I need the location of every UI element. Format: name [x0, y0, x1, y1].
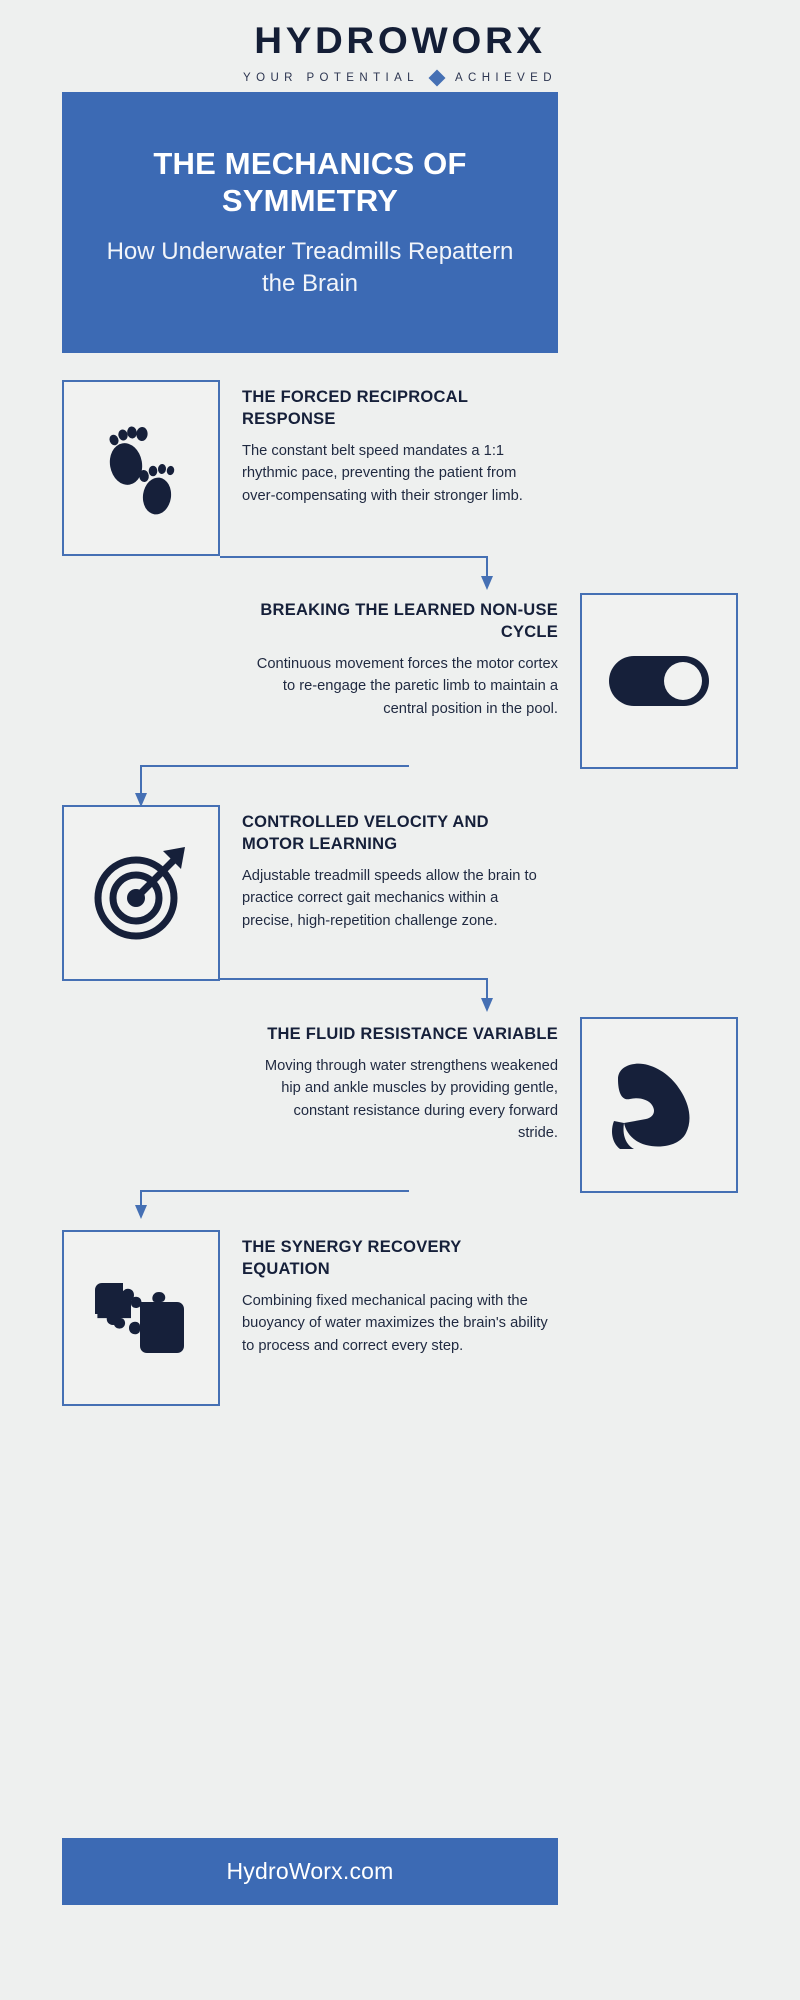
icon-box-4: [580, 1017, 738, 1193]
section-4-heading: THE FLUID RESISTANCE VARIABLE: [267, 1025, 558, 1043]
footer-bar[interactable]: HydroWorx.com: [62, 1838, 558, 1905]
icon-box-1: [62, 380, 220, 556]
section-5-body: Combining fixed mechanical pacing with t…: [242, 1292, 548, 1354]
header-banner: THE MECHANICS OF SYMMETRY How Underwater…: [62, 92, 558, 353]
section-2-heading: BREAKING THE LEARNED NON-USE CYCLE: [260, 601, 558, 641]
tagline-right-text: ACHIEVED: [454, 72, 557, 84]
section-2-text: BREAKING THE LEARNED NON-USE CYCLE Conti…: [250, 593, 580, 720]
diamond-icon: [428, 69, 446, 87]
page-subtitle: How Underwater Treadmills Repattern the …: [106, 238, 514, 297]
icon-box-3: [62, 805, 220, 981]
section-5: THE SYNERGY RECOVERY EQUATION Combining …: [0, 1230, 800, 1406]
flexed-bicep-icon: [612, 1063, 690, 1149]
section-3-text: CONTROLLED VELOCITY AND MOTOR LEARNING A…: [220, 805, 550, 932]
footer-website-link[interactable]: HydroWorx.com: [226, 1858, 394, 1884]
section-4: THE FLUID RESISTANCE VARIABLE Moving thr…: [0, 1017, 800, 1193]
section-1-body: The constant belt speed mandates a 1:1 r…: [242, 442, 523, 504]
target-arrow-icon: [94, 847, 185, 940]
section-1-heading: THE FORCED RECIPROCAL RESPONSE: [242, 388, 468, 428]
section-2: BREAKING THE LEARNED NON-USE CYCLE Conti…: [0, 593, 800, 769]
section-3-heading: CONTROLLED VELOCITY AND MOTOR LEARNING: [242, 813, 489, 853]
section-5-heading: THE SYNERGY RECOVERY EQUATION: [242, 1238, 462, 1278]
section-1: THE FORCED RECIPROCAL RESPONSE The const…: [0, 380, 800, 556]
section-3: CONTROLLED VELOCITY AND MOTOR LEARNING A…: [0, 805, 800, 981]
section-5-text: THE SYNERGY RECOVERY EQUATION Combining …: [220, 1230, 550, 1357]
brand-logo: HYDROWORX YOUR POTENTIAL ACHIEVED: [0, 0, 800, 87]
toggle-switch-icon: [609, 656, 709, 706]
section-4-body: Moving through water strengthens weakene…: [264, 1057, 558, 1141]
logo-tagline: YOUR POTENTIAL ACHIEVED: [0, 69, 800, 87]
logo-wordmark: HYDROWORX: [254, 20, 546, 61]
section-4-text: THE FLUID RESISTANCE VARIABLE Moving thr…: [250, 1017, 580, 1144]
section-3-body: Adjustable treadmill speeds allow the br…: [242, 867, 537, 929]
tagline-left-text: YOUR POTENTIAL: [243, 72, 419, 84]
footprints-icon: [109, 426, 175, 515]
icon-box-2: [580, 593, 738, 769]
section-2-body: Continuous movement forces the motor cor…: [256, 655, 558, 717]
icon-box-5: [62, 1230, 220, 1406]
page-title: THE MECHANICS OF SYMMETRY: [153, 146, 467, 218]
section-1-text: THE FORCED RECIPROCAL RESPONSE The const…: [220, 380, 550, 507]
puzzle-pieces-icon: [95, 1283, 184, 1353]
